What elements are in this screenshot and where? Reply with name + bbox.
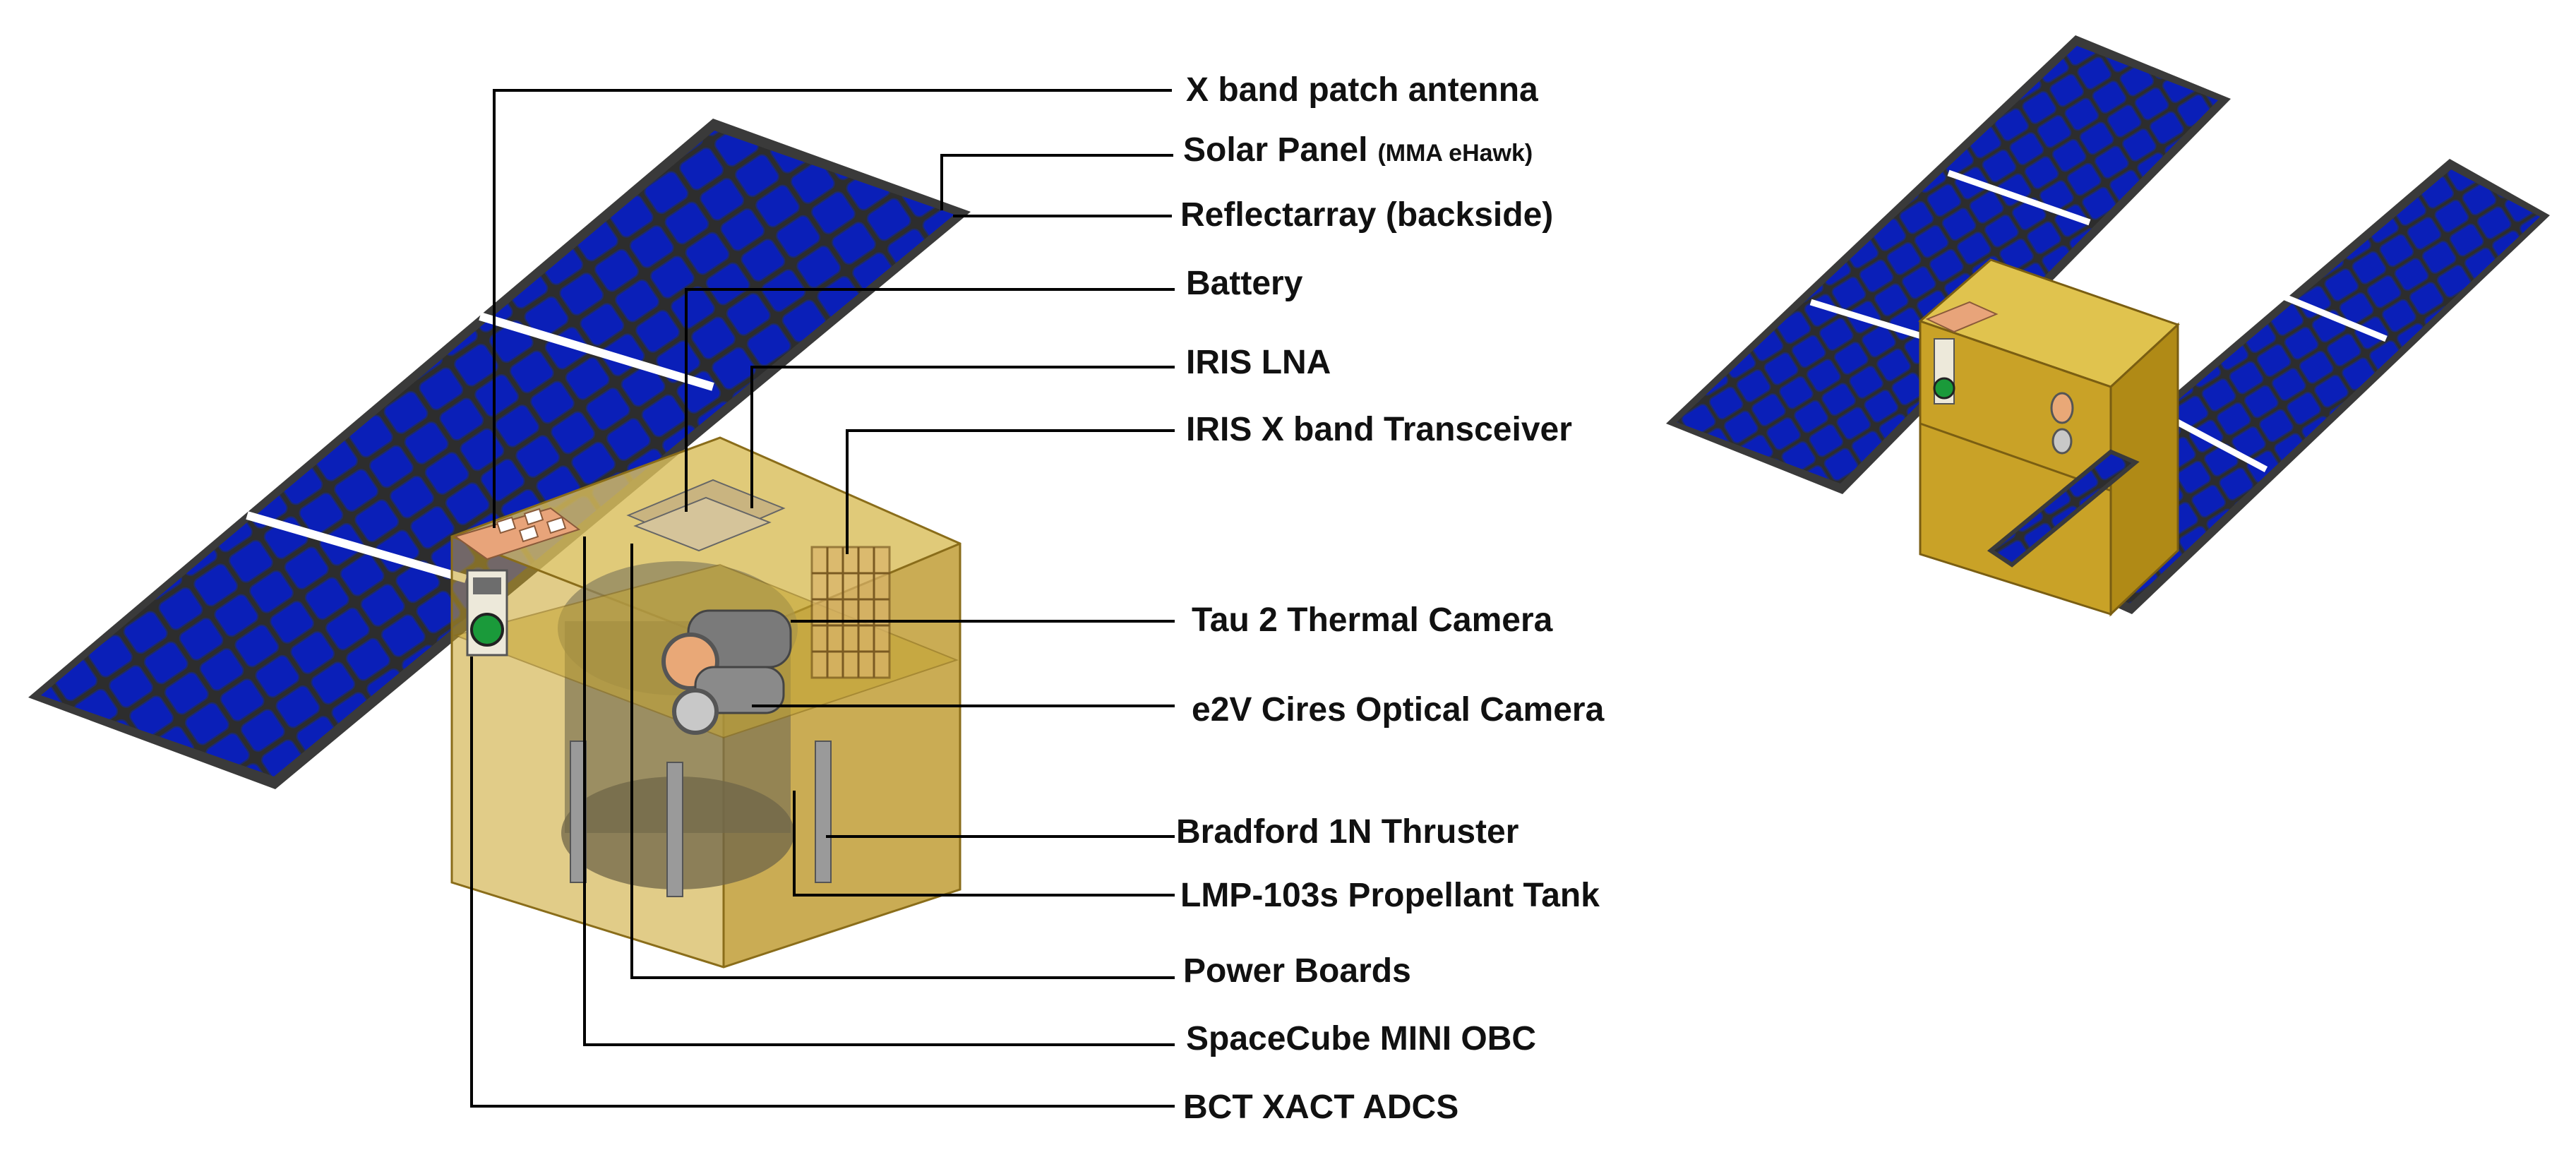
label-battery: Battery xyxy=(1186,267,1302,301)
label-spacecube-obc: SpaceCube MINI OBC xyxy=(1186,1022,1536,1056)
label-battery-text: Battery xyxy=(1186,265,1303,302)
label-reflectarray-text: Reflectarray (backside) xyxy=(1180,196,1554,234)
label-iris-transceiver: IRIS X band Transceiver xyxy=(1186,413,1572,447)
label-bradford-thruster-text: Bradford 1N Thruster xyxy=(1176,813,1519,851)
label-tau2-camera-text: Tau 2 Thermal Camera xyxy=(1192,601,1553,639)
solar-panel-wing-upper xyxy=(1666,35,2231,494)
leader-lines xyxy=(470,89,1175,1108)
label-spacecube-obc-text: SpaceCube MINI OBC xyxy=(1186,1020,1537,1057)
label-reflectarray: Reflectarray (backside) xyxy=(1180,198,1553,232)
label-tau2-camera: Tau 2 Thermal Camera xyxy=(1192,604,1552,637)
label-iris-lna: IRIS LNA xyxy=(1186,346,1331,380)
label-e2v-camera-text: e2V Cires Optical Camera xyxy=(1192,691,1605,729)
label-power-boards-text: Power Boards xyxy=(1183,952,1411,990)
small-body xyxy=(1918,258,2180,617)
label-solar-panel-note: (MMA eHawk) xyxy=(1377,140,1533,167)
label-x-band-patch-antenna: X band patch antenna xyxy=(1186,73,1538,107)
label-e2v-camera: e2V Cires Optical Camera xyxy=(1192,693,1604,727)
label-bct-adcs-text: BCT XACT ADCS xyxy=(1183,1089,1459,1126)
label-bradford-thruster: Bradford 1N Thruster xyxy=(1176,815,1518,849)
label-lmp-tank-text: LMP-103s Propellant Tank xyxy=(1180,877,1600,914)
label-power-boards: Power Boards xyxy=(1183,954,1411,988)
satellite-body xyxy=(450,436,961,969)
label-x-band-patch-antenna-text: X band patch antenna xyxy=(1186,71,1538,109)
label-lmp-tank: LMP-103s Propellant Tank xyxy=(1180,879,1600,913)
label-solar-panel: Solar Panel (MMA eHawk) xyxy=(1183,133,1533,167)
large-spacecraft xyxy=(28,119,971,969)
label-bct-adcs: BCT XACT ADCS xyxy=(1183,1091,1458,1125)
small-spacecraft xyxy=(1666,35,2550,617)
label-iris-lna-text: IRIS LNA xyxy=(1186,344,1331,381)
label-solar-panel-text: Solar Panel xyxy=(1183,131,1368,169)
label-iris-transceiver-text: IRIS X band Transceiver xyxy=(1186,411,1572,448)
solar-panel-array-left xyxy=(28,119,971,789)
